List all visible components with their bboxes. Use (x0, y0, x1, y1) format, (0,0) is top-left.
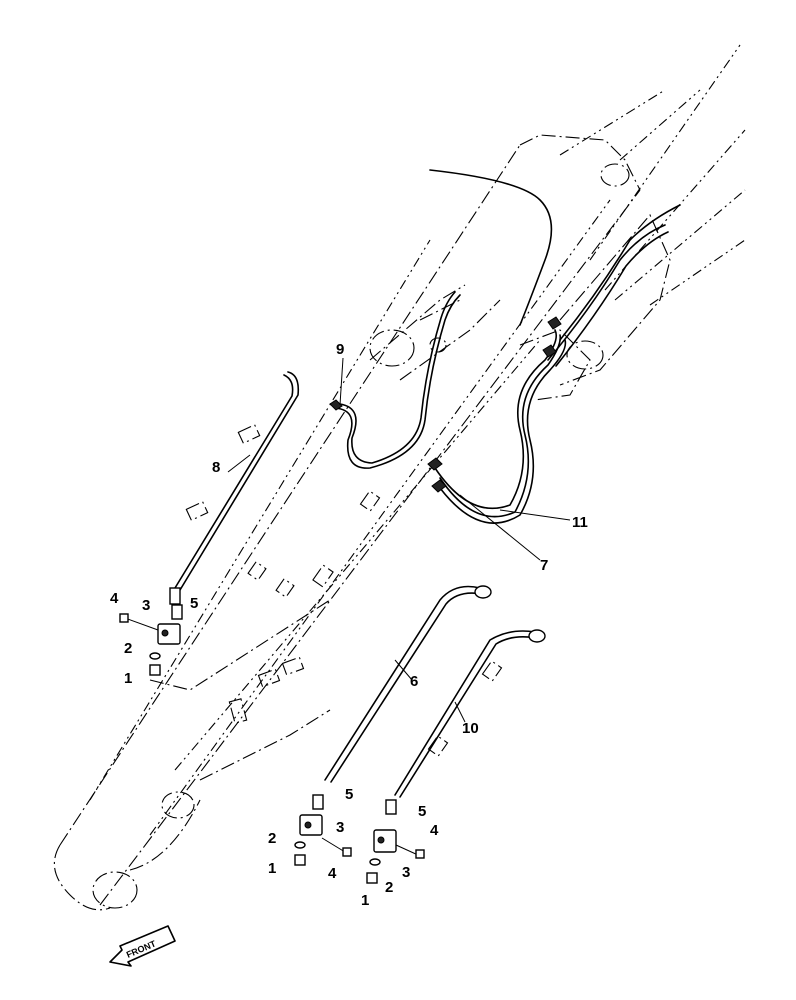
callout-5-right: 5 (418, 803, 426, 820)
hose-9 (329, 291, 461, 469)
callout-10: 10 (462, 720, 479, 737)
callout-2-right: 2 (385, 879, 393, 896)
leader-lines (227, 357, 571, 723)
hoses-7-11 (427, 169, 681, 524)
callout-2-left: 2 (124, 640, 132, 657)
callout-1-left: 1 (124, 670, 132, 687)
front-arrow: FRONT (109, 925, 176, 967)
callout-11: 11 (572, 514, 588, 531)
callout-4-right: 4 (430, 822, 439, 839)
arm-phantom-outline (53, 44, 746, 911)
callout-1-center: 1 (268, 860, 276, 877)
callout-9: 9 (336, 341, 344, 358)
pipe-10 (394, 629, 546, 798)
callout-3-right: 3 (402, 864, 410, 881)
callout-8: 8 (212, 459, 220, 476)
callout-4-left: 4 (110, 590, 119, 607)
callout-3-center: 3 (336, 819, 344, 836)
callout-5-left: 5 (190, 595, 198, 612)
clamp-brackets (185, 424, 503, 757)
callout-4-center: 4 (328, 865, 337, 882)
fitting-group-left (119, 604, 183, 676)
callout-3-left: 3 (142, 597, 150, 614)
callout-6: 6 (410, 673, 418, 690)
pipe-8 (169, 371, 300, 605)
callout-labels: 9 8 11 7 6 10 4 3 5 2 1 5 3 2 1 4 5 4 3 … (110, 341, 588, 909)
pipe-6 (324, 585, 492, 783)
fitting-group-right (366, 799, 425, 884)
callout-2-center: 2 (268, 830, 276, 847)
callout-7: 7 (540, 557, 548, 574)
pin-bosses (92, 163, 630, 909)
callout-5-center: 5 (345, 786, 353, 803)
fitting-group-center (294, 794, 352, 866)
callout-1-right: 1 (361, 892, 369, 909)
